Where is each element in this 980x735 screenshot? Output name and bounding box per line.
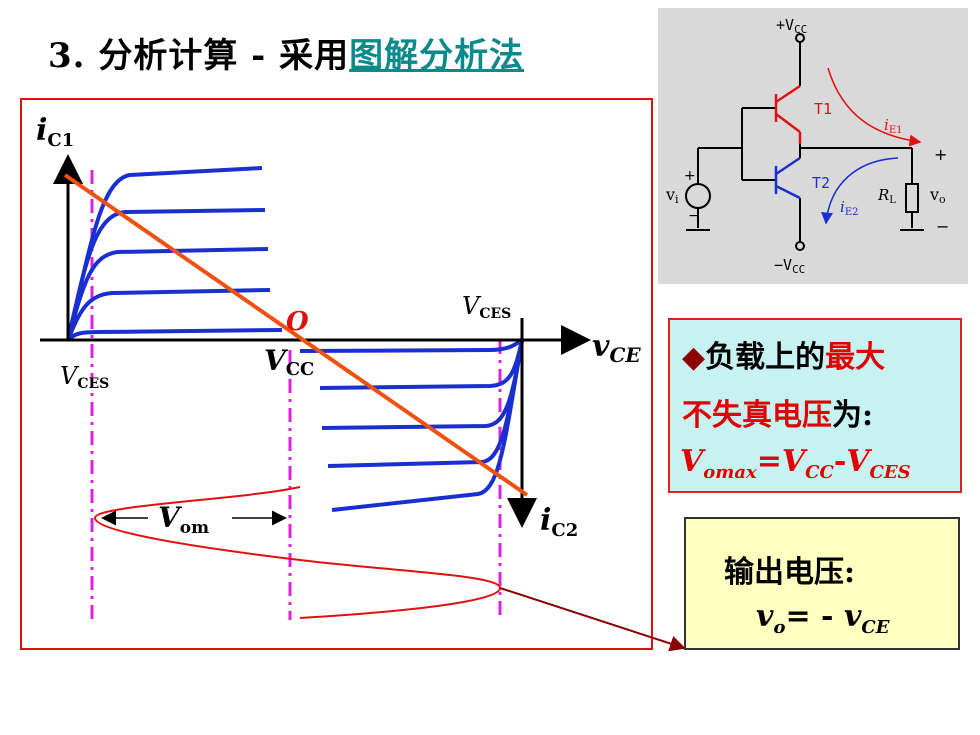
ie1-label: iE1: [884, 116, 902, 136]
box-line-1: ◆负载上的最大: [682, 340, 886, 375]
page-title: 3. 分析计算 - 采用图解分析法: [48, 28, 524, 77]
vom-label: Vom: [158, 501, 209, 538]
t1-curve: [66, 328, 283, 342]
load-resistor: [905, 183, 919, 213]
plus-in: +: [684, 168, 696, 184]
minus-out: −: [936, 217, 949, 236]
ie2-label: iE2: [840, 198, 858, 218]
circuit-svg: +VCC −VCC T1 T2 iE1 iE2 vi RL vo + − + −: [665, 16, 949, 276]
box-line-2: 不失真电压为:: [682, 398, 874, 433]
t2-curve: [331, 339, 524, 512]
t2-curve: [327, 339, 524, 468]
t1-curves: [66, 166, 283, 342]
output-voltage-formula: vo= - vCE: [756, 599, 890, 638]
origin-label: O: [286, 307, 309, 337]
ie1-arrow: [827, 67, 922, 147]
minus-in: −: [688, 208, 700, 224]
t1-curve: [66, 166, 263, 341]
max-voltage-formula: Vomax=VCC-VCES: [680, 444, 911, 483]
title-prefix: 3. 分析计算 - 采用: [48, 36, 350, 76]
t2-curves: [299, 338, 524, 512]
t2-curve: [299, 338, 524, 353]
title-link[interactable]: 图解分析法: [349, 36, 525, 76]
vi-label: vi: [665, 185, 679, 206]
vce-label: vCE: [592, 329, 641, 367]
diamond-bullet-icon: ◆: [682, 340, 706, 375]
transistor-t2: [774, 156, 801, 200]
vces-left-label: VCES: [60, 362, 109, 392]
vo-label: vo: [929, 185, 946, 206]
vcc-label: VCC: [264, 344, 314, 380]
t1-curve: [66, 247, 269, 341]
circuit-schematic: +VCC −VCC T1 T2 iE1 iE2 vi RL vo + − + −: [658, 8, 968, 284]
output-voltage-box: 输出电压: vo= - vCE: [684, 517, 960, 650]
t1-label: T1: [814, 100, 832, 118]
load-line: [63, 173, 529, 497]
transistor-t1: [774, 84, 802, 144]
vces-right-label: VCES: [462, 292, 511, 322]
t2-curve: [319, 339, 524, 390]
output-voltage-title: 输出电压:: [724, 555, 856, 590]
connector-arrow: [499, 587, 686, 652]
input-source: [685, 183, 711, 209]
output-sine-wave: [93, 486, 502, 619]
ic2-label: iC2: [540, 503, 578, 541]
graph-frame: [20, 98, 653, 650]
vcc-bottom-terminal: [795, 241, 805, 251]
max-voltage-box: ◆负载上的最大 不失真电压为: Vomax=VCC-VCES: [668, 318, 962, 493]
ic1-label: iC1: [36, 113, 74, 151]
t1-curve: [66, 208, 266, 341]
rl-label: RL: [877, 186, 896, 206]
ie2-arrow: [821, 157, 899, 225]
t1-curve: [66, 288, 271, 341]
plus-out: +: [934, 145, 947, 164]
vcc-bottom-label: −VCC: [774, 256, 805, 276]
vcc-top-label: +VCC: [776, 16, 807, 36]
t2-label: T2: [812, 174, 830, 192]
